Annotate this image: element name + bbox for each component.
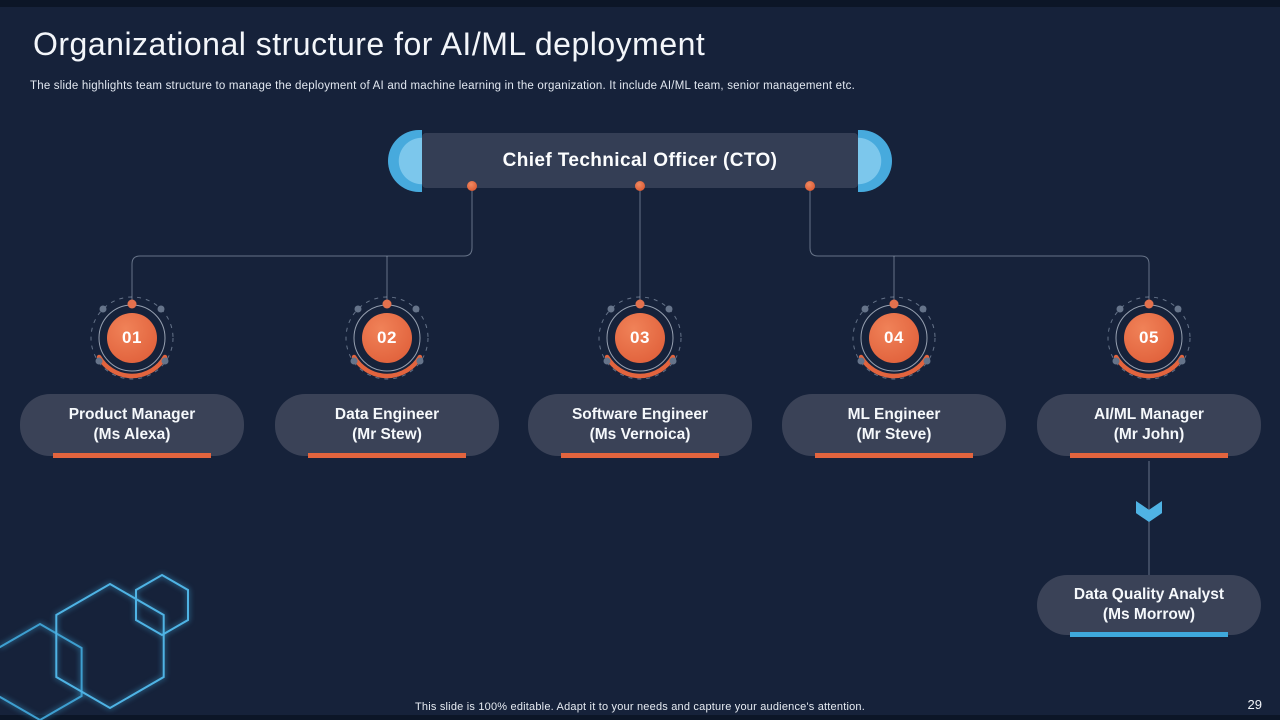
page-subtitle: The slide highlights team structure to m…: [30, 80, 855, 92]
role-title: AI/ML Manager: [1094, 406, 1204, 423]
role-title: Software Engineer: [571, 406, 709, 423]
role-node-aiml-manager: AI/ML Manager (Mr John): [1037, 394, 1261, 458]
role-underline: [1070, 453, 1228, 458]
member-number: 03: [615, 313, 665, 363]
number-circle-03: 03: [595, 293, 685, 389]
role-title: Data Engineer: [334, 406, 440, 423]
role-person: (Ms Vernoica): [589, 426, 691, 443]
role-underline: [53, 453, 211, 458]
number-circle-02: 02: [342, 293, 432, 389]
number-circle-04: 04: [849, 293, 939, 389]
role-node-software-engineer: Software Engineer (Ms Vernoica): [528, 394, 752, 458]
role-underline: [561, 453, 719, 458]
circle-decoration: [90, 296, 174, 380]
role-node-data-engineer: Data Engineer (Mr Stew): [275, 394, 499, 458]
number-circle-01: 01: [87, 293, 177, 389]
role-person: (Mr Steve): [856, 426, 932, 443]
cto-node: Chief Technical Officer (CTO): [422, 133, 858, 188]
member-number: 04: [869, 313, 919, 363]
circle-decoration: [598, 296, 682, 380]
connector-dot: [805, 181, 815, 191]
circle-decoration: [345, 296, 429, 380]
chevron-down-icon: [1136, 501, 1162, 522]
bottom-edge-strip: [0, 715, 1280, 720]
member-number: 05: [1124, 313, 1174, 363]
role-person: (Mr Stew): [352, 426, 422, 443]
role-underline: [815, 453, 973, 458]
role-underline: [1070, 632, 1228, 637]
page-number: 29: [1247, 697, 1262, 712]
role-node-ml-engineer: ML Engineer (Mr Steve): [782, 394, 1006, 458]
member-number: 01: [107, 313, 157, 363]
number-circle-05: 05: [1104, 293, 1194, 389]
role-node-product-manager: Product Manager (Ms Alexa): [20, 394, 244, 458]
footer-note: This slide is 100% editable. Adapt it to…: [415, 701, 865, 713]
role-person: (Ms Morrow): [1102, 606, 1196, 623]
role-person: (Mr John): [1113, 426, 1185, 443]
top-edge-strip: [0, 0, 1280, 7]
hexagon-outline-icon: [0, 573, 189, 720]
role-underline: [308, 453, 466, 458]
connector-dot: [467, 181, 477, 191]
member-number: 02: [362, 313, 412, 363]
role-node-data-quality-analyst: Data Quality Analyst (Ms Morrow): [1037, 575, 1261, 637]
role-title: Data Quality Analyst: [1073, 586, 1225, 603]
role-title: Product Manager: [68, 406, 196, 423]
role-person: (Ms Alexa): [93, 426, 171, 443]
circle-decoration: [852, 296, 936, 380]
page-title: Organizational structure for AI/ML deplo…: [33, 26, 706, 62]
role-title: ML Engineer: [847, 406, 941, 423]
circle-decoration: [1107, 296, 1191, 380]
connector-dot: [635, 181, 645, 191]
